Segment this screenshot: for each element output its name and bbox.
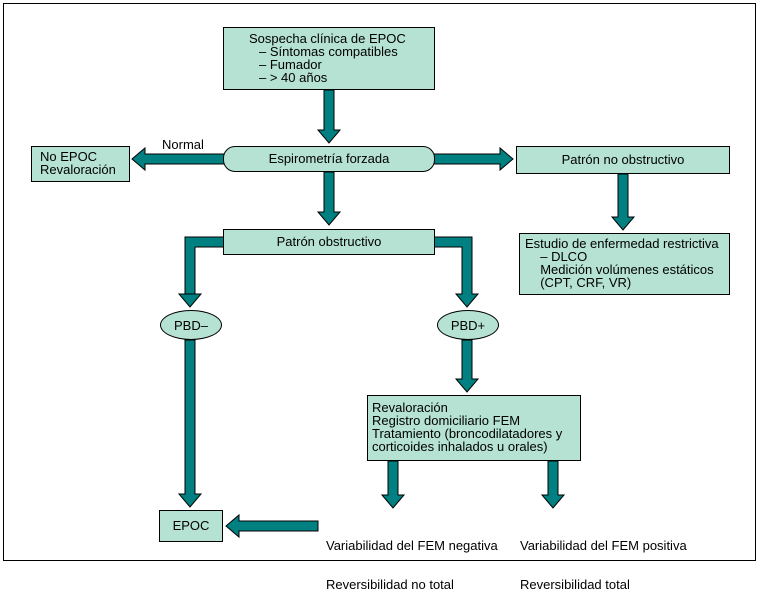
- arrow-obstructive-to-pbd-negative: [177, 236, 225, 308]
- reevaluation-line: Registro domiciliario FEM: [372, 413, 521, 428]
- no-epoc-box: No EPOC Revaloración: [31, 146, 130, 182]
- arrow-reevaluation-to-positive: [540, 460, 566, 509]
- pbd-negative-node: PBD–: [160, 310, 222, 340]
- pbd-negative-label: PBD–: [174, 317, 208, 333]
- diagram-frame: [3, 3, 756, 561]
- suspicion-item: – Fumador: [259, 57, 322, 72]
- restrictive-line: Estudio de enfermedad restrictiva: [525, 236, 719, 251]
- pbd-positive-label: PBD+: [450, 317, 486, 333]
- non-obstructive-box: Patrón no obstructivo: [516, 146, 730, 174]
- reevaluation-box: Revaloración Registro domiciliario FEM T…: [367, 395, 581, 461]
- positive-variability-line: Variabilidad del FEM positiva: [520, 538, 687, 553]
- spirometry-label: Espirometría forzada: [268, 151, 390, 166]
- arrows-layer: [131, 89, 636, 539]
- reevaluation-line: corticoides inhalados u orales): [372, 439, 548, 454]
- arrow-pbd-negative-to-epoc: [177, 339, 203, 508]
- non-obstructive-label: Patrón no obstructivo: [561, 152, 685, 167]
- positive-variability-line: Reversibilidad total: [520, 577, 630, 592]
- epoc-label: EPOC: [172, 518, 210, 533]
- arrow-pbd-positive-to-reevaluation: [454, 339, 480, 393]
- no-epoc-label: No EPOC: [40, 149, 98, 164]
- arrow-spirometry-to-non-obstructive: [433, 146, 514, 172]
- suspicion-box: Sospecha clínica de EPOC – Síntomas comp…: [223, 27, 435, 90]
- epoc-box: EPOC: [159, 510, 223, 542]
- suspicion-title: Sospecha clínica de EPOC: [249, 31, 406, 46]
- arrow-negative-to-epoc: [225, 513, 319, 539]
- normal-label: Normal: [162, 137, 204, 152]
- arrow-spirometry-to-obstructive: [316, 171, 342, 226]
- arrow-obstructive-to-pbd-positive: [433, 236, 480, 308]
- restrictive-study-box: Estudio de enfermedad restrictiva – DLCO…: [519, 233, 730, 295]
- positive-variability-text: Variabilidad del FEM positiva Reversibil…: [520, 513, 687, 604]
- suspicion-item: – > 40 años: [259, 70, 328, 85]
- negative-variability-line: Reversibilidad no total: [326, 577, 454, 592]
- arrow-reevaluation-to-negative: [380, 460, 406, 509]
- obstructive-label: Patrón obstructivo: [276, 234, 382, 249]
- arrow-suspicion-to-spirometry: [316, 89, 342, 144]
- negative-variability-line: Variabilidad del FEM negativa: [326, 538, 498, 553]
- restrictive-line: (CPT, CRF, VR): [533, 275, 632, 290]
- spirometry-box: Espirometría forzada: [223, 146, 435, 172]
- restrictive-line: – DLCO: [533, 249, 588, 264]
- suspicion-item: – Síntomas compatibles: [259, 44, 398, 59]
- reevaluation-line: Revaloración: [372, 400, 448, 415]
- revaloracion-label: Revaloración: [40, 162, 116, 177]
- pbd-positive-node: PBD+: [437, 310, 499, 340]
- arrow-non-obstructive-to-restrictive: [610, 173, 636, 231]
- arrow-spirometry-to-no-epoc: [131, 146, 225, 172]
- obstructive-box: Patrón obstructivo: [223, 229, 435, 255]
- restrictive-line: Medición volúmenes estáticos: [533, 262, 714, 277]
- reevaluation-line: Tratamiento (broncodilatadores y: [372, 426, 563, 441]
- negative-variability-text: Variabilidad del FEM negativa Reversibil…: [326, 513, 498, 604]
